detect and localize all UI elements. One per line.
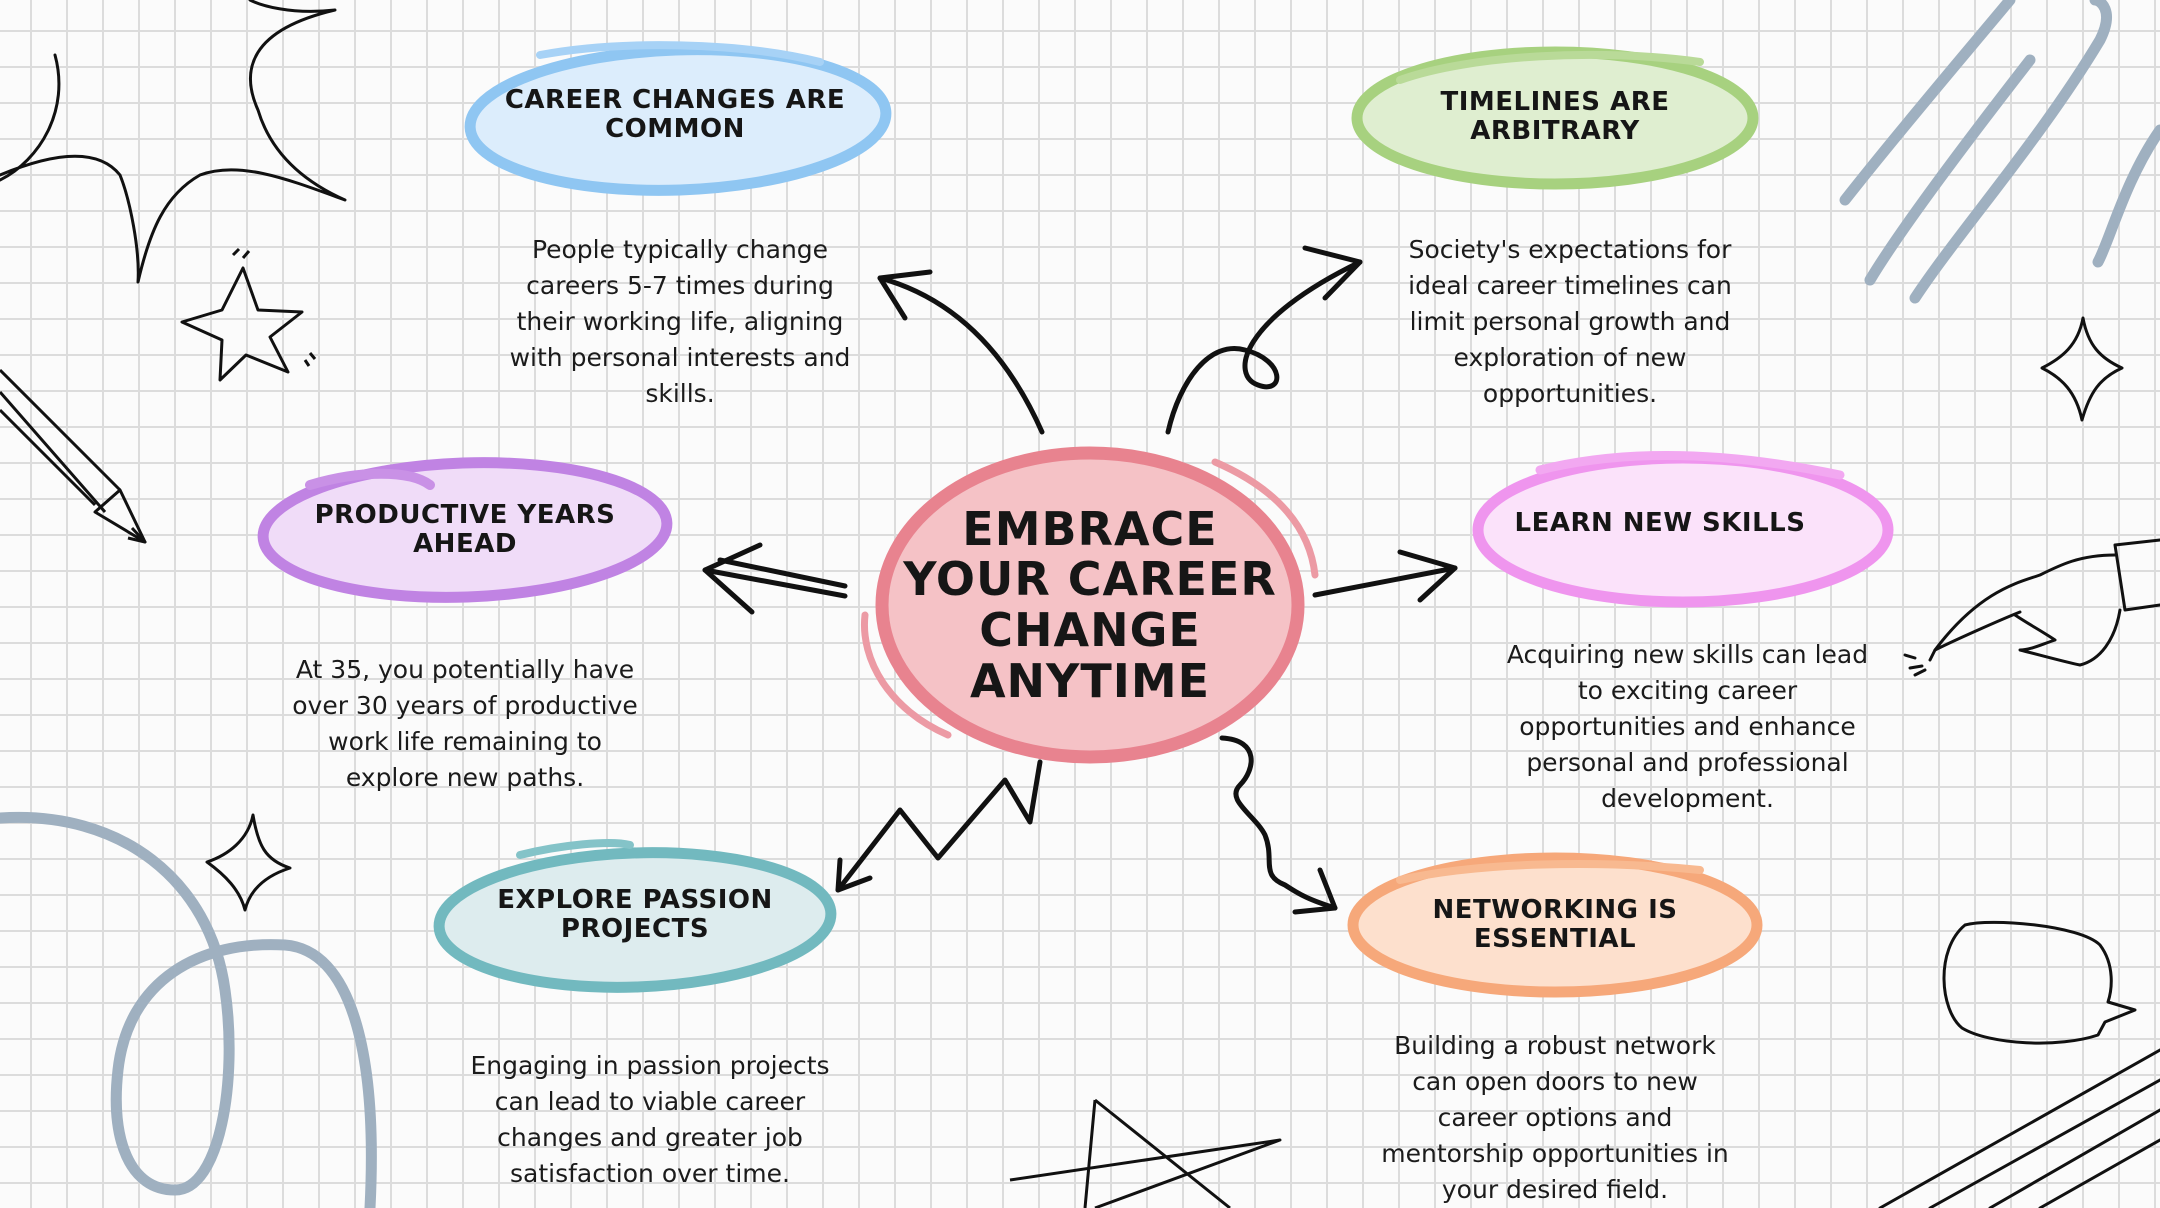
arrow-to-productive-years [702, 542, 848, 615]
center-title: EMBRACE YOUR CAREER CHANGE ANYTIME [903, 501, 1277, 708]
star-icon [1009, 1098, 1282, 1208]
node-description-career-changes: People typically change careers 5-7 time… [509, 235, 851, 408]
node-bubble-networking [1347, 852, 1763, 998]
node-bubble-timelines [1351, 46, 1759, 190]
arrow-to-career-changes [877, 269, 1045, 435]
speech-bubble-icon [1942, 920, 2137, 1045]
node-bubble-passion-projects [433, 839, 837, 993]
sketch-lines-icon [1878, 1048, 2160, 1208]
node-title-passion-projects: EXPLORE PASSION PROJECTS [497, 884, 773, 944]
pencil-icon [0, 368, 147, 544]
node-description-networking: Building a robust network can open doors… [1381, 1031, 1729, 1204]
node-title-networking: NETWORKING IS ESSENTIAL [1432, 894, 1678, 954]
node-bubble-learn-skills [1472, 451, 1894, 608]
star-icon [180, 247, 317, 382]
node-description-learn-skills: Acquiring new skills can lead to excitin… [1506, 640, 1869, 813]
arrow-to-passion-projects [835, 759, 1043, 893]
center-bubble [860, 446, 1319, 764]
star-icon [0, 0, 347, 284]
node-description-timelines: Society's expectations for ideal career … [1408, 235, 1732, 408]
node-title-career-changes: CAREER CHANGES ARE COMMON [504, 84, 846, 144]
sparkle-icon [205, 813, 292, 912]
node-description-productive-years: At 35, you potentially have over 30 year… [292, 655, 638, 792]
node-title-timelines: TIMELINES ARE ARBITRARY [1440, 86, 1670, 146]
node-title-productive-years: PRODUCTIVE YEARS AHEAD [314, 499, 616, 559]
node-description-passion-projects: Engaging in passion projects can lead to… [470, 1051, 830, 1188]
sparkle-icon [2040, 316, 2124, 422]
pointing-hand-icon [1903, 538, 2160, 677]
arrow-to-learn-skills [1312, 549, 1458, 603]
node-bubble-productive-years [257, 457, 673, 603]
arrow-to-timelines [1165, 245, 1363, 435]
node-title-learn-skills: LEARN NEW SKILLS [1514, 508, 1806, 539]
arrow-to-networking [1219, 735, 1338, 915]
node-bubble-career-changes [464, 41, 892, 196]
